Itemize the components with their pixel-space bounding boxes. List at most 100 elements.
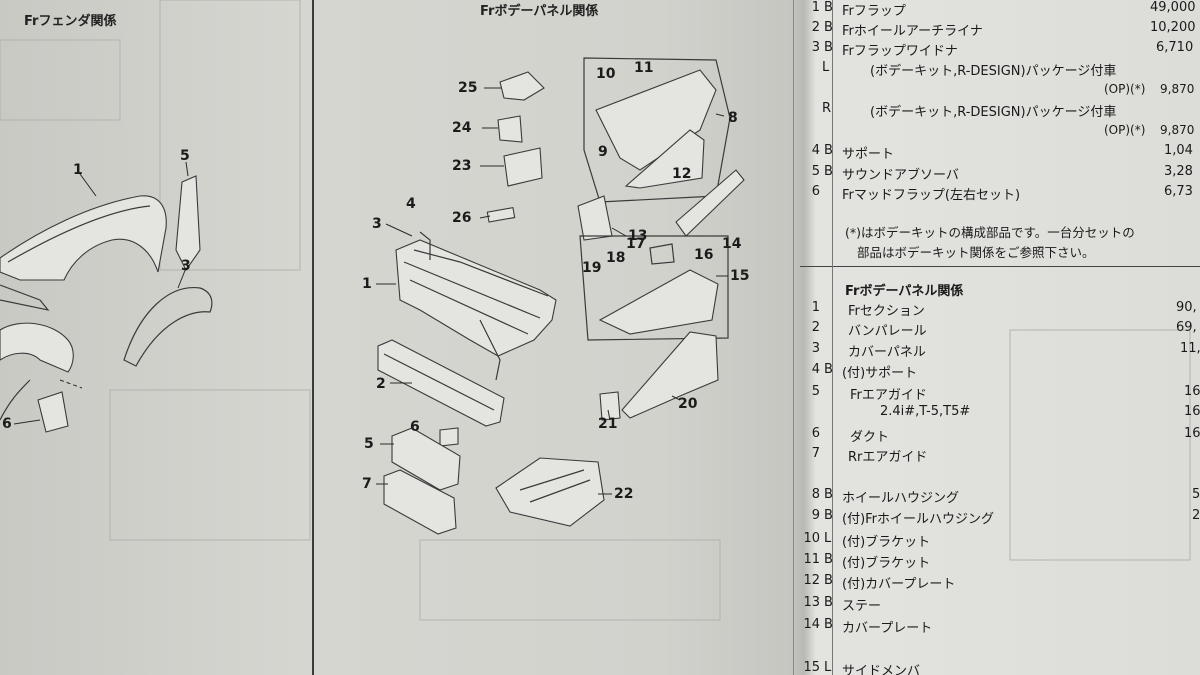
row-number: 15 (803, 660, 820, 675)
callout-left-1: 1 (73, 162, 83, 178)
under-cover-22 (495, 457, 605, 527)
row-number: 11 (803, 552, 820, 567)
bumper-rail-2 (377, 339, 505, 427)
duct-6 (439, 427, 459, 447)
row-price: 6,73 (1164, 184, 1193, 199)
list-row: 8 B ホイールハウジング 5 (800, 487, 1200, 507)
callout-22: 22 (614, 486, 633, 502)
row-name: カバーパネル (848, 345, 926, 360)
row-number: 1 (811, 0, 820, 15)
cover-panel-3 (413, 249, 549, 297)
list-row: 5 Frエアガイド 16 (800, 384, 1200, 404)
list-row: 2.4i#,T-5,T5# 16 (800, 404, 1200, 424)
list-row: 13 B ステー (800, 595, 1200, 615)
row-name: (付)Frホイールハウジング (842, 512, 995, 527)
front-section-1 (395, 231, 557, 381)
list-row: 6 ダクト 16 (800, 426, 1200, 446)
row-number: 3 (811, 341, 820, 356)
row-code: L (824, 660, 832, 675)
list-row: 1 B Frフラップ 49,000 (800, 0, 1200, 20)
cover-plate-14 (675, 169, 745, 237)
list-row: 11 B (付)ブラケット (800, 552, 1200, 572)
callout-26: 26 (452, 210, 471, 226)
fr-air-guide-5 (391, 427, 461, 491)
callout-10: 10 (596, 66, 616, 82)
row-code: B (824, 362, 833, 377)
row-price: 69, (1176, 320, 1197, 335)
row-number: 9 (811, 508, 820, 523)
list-row: 4 B (付)サポート (800, 362, 1200, 382)
row-price: 6,710 (1156, 40, 1194, 55)
row-code: B (824, 487, 833, 502)
row-name: ステー (842, 599, 882, 614)
parts-list: 1 B Frフラップ 49,000 2 B Frホイールアーチライナ 10,20… (800, 0, 1200, 675)
callout-16: 16 (694, 247, 713, 263)
callout-23: 23 (452, 158, 471, 174)
row-name: Frホイールアーチライナ (842, 24, 983, 39)
row-name: (付)カバープレート (842, 577, 956, 592)
row-code: B (824, 595, 833, 610)
row-code: B (824, 40, 833, 55)
list-row: 14 B カバープレート (800, 617, 1200, 637)
row-code: B (824, 552, 833, 567)
bleed-through (0, 0, 1191, 621)
row-name: (付)ブラケット (842, 535, 931, 550)
row-name: Frセクション (848, 304, 925, 319)
row-price: 1,04 (1164, 143, 1193, 158)
bracket-24 (497, 115, 523, 143)
callout-24: 24 (452, 120, 472, 136)
sound-absorber-part (175, 175, 201, 272)
callout-5: 5 (364, 436, 374, 452)
row-name: バンパレール (848, 324, 927, 339)
list-row: 2 B Frホイールアーチライナ 10,200 (800, 20, 1200, 40)
callout-4: 4 (406, 196, 416, 212)
row-code: L (822, 60, 830, 75)
list-row: 6 Frマッドフラップ(左右セット) 6,73 (800, 184, 1200, 204)
row-number: 4 (811, 362, 820, 377)
row-name: (ボデーキット,R-DESIGN)パッケージ付車 (870, 64, 1117, 79)
center-panel-title: Frボデーパネル関係 (480, 4, 599, 19)
callout-13: 13 (628, 228, 647, 244)
callout-15: 15 (730, 268, 749, 284)
row-name: Frマッドフラップ(左右セット) (842, 188, 1021, 203)
callout-21: 21 (598, 416, 617, 432)
list-row: 2 バンパレール 69, (800, 320, 1200, 340)
row-name: (ボデーキット,R-DESIGN)パッケージ付車 (870, 105, 1117, 120)
callout-7: 7 (362, 476, 372, 492)
row-number: 6 (811, 184, 820, 199)
duct-23 (503, 147, 543, 187)
row-price: 16 (1184, 426, 1200, 441)
column-divider (312, 0, 314, 675)
row-number: 7 (811, 446, 820, 461)
row-number: 10 (803, 531, 820, 546)
row-price: 10,200 (1150, 20, 1196, 35)
row-number: 6 (811, 426, 820, 441)
bracket-25 (499, 71, 545, 101)
row-price: 5 (1192, 487, 1200, 502)
row-code: B (824, 143, 833, 158)
callout-left-6: 6 (2, 416, 12, 432)
list-row: L (ボデーキット,R-DESIGN)パッケージ付車 (800, 60, 1200, 80)
row-code: L (824, 531, 832, 546)
left-panel-title: Frフェンダ関係 (24, 14, 117, 29)
row-number: 14 (803, 617, 820, 632)
callout-8: 8 (728, 110, 738, 126)
code-column-rule (832, 0, 833, 675)
callout-19: 19 (582, 260, 601, 276)
callout-18: 18 (606, 250, 625, 266)
row-code: B (824, 508, 833, 523)
section-title: Frボデーパネル関係 (845, 284, 964, 299)
row-name: (付)ブラケット (842, 556, 931, 571)
row-code: B (824, 617, 833, 632)
row-number: 12 (803, 573, 820, 588)
row-price: 16 (1184, 384, 1200, 399)
fender-part (0, 195, 167, 311)
list-row: R (ボデーキット,R-DESIGN)パッケージ付車 (800, 101, 1200, 121)
row-code: B (824, 164, 833, 179)
section-divider (800, 266, 1200, 267)
row-name: Frエアガイド (850, 388, 927, 403)
callout-9: 9 (598, 144, 608, 160)
list-row: 3 カバーパネル 11, (800, 341, 1200, 361)
callout-labels: 1 5 3 6 25 24 23 26 3 4 1 2 6 5 7 10 11 … (2, 60, 749, 502)
